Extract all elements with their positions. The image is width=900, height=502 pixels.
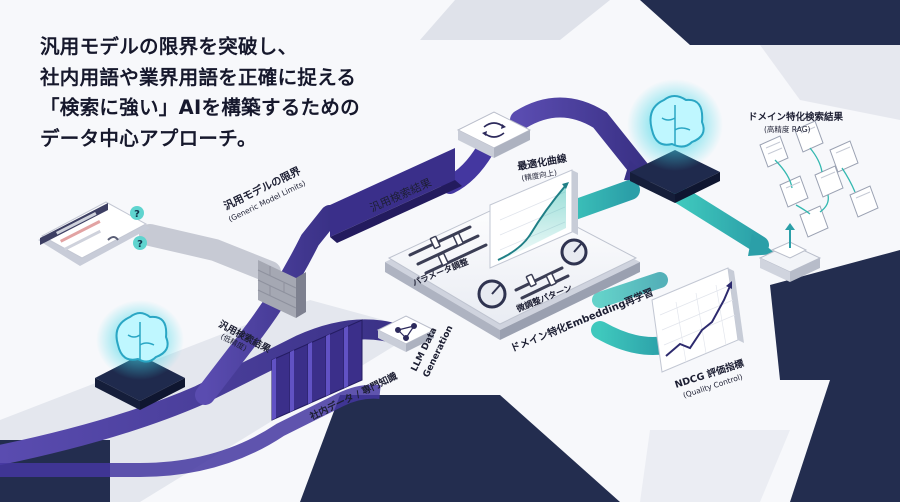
slider-knob (525, 272, 557, 288)
sync-tile (456, 111, 532, 158)
headline: 汎用モデルの限界を突破し、 社内用語や業界用語を正確に捉える 「検索に強い」AI… (40, 32, 460, 154)
teal-flow-arrow (748, 234, 776, 256)
document-card: ? ? (38, 201, 150, 266)
brain-icon (649, 95, 705, 148)
svg-text:?: ? (137, 239, 143, 250)
headline-line-1: 汎用モデルの限界を突破し、 (40, 35, 298, 58)
network-icon (395, 323, 418, 342)
headline-line-3: 「検索に強い」AIを構築するための (40, 96, 360, 119)
llm-network-tile (376, 315, 436, 352)
brain-icon (115, 312, 169, 363)
svg-text:?: ? (134, 209, 140, 220)
ndcg-curve-line (665, 285, 731, 357)
domain-results-title: ドメイン特化検索結果 (748, 111, 844, 123)
domain-results-cluster (758, 120, 879, 282)
question-icon (130, 206, 144, 220)
optimization-curve-card (489, 169, 578, 269)
link-icon (107, 236, 119, 241)
ndcg-chart-card (651, 267, 744, 373)
domain-results-subtitle: (高精度 RAG) (764, 124, 811, 134)
slider-knob (429, 232, 464, 267)
right-brain-chip (627, 79, 723, 203)
dial-icon (477, 238, 588, 309)
pin-icon (785, 223, 795, 230)
pattern-sliders (514, 266, 570, 300)
optimization-curve-line (497, 184, 567, 261)
document-lines (765, 126, 871, 199)
headline-line-4: データ中心アプローチ。 (40, 126, 257, 150)
company-data-stack (271, 319, 363, 421)
generic-results-banner: 汎用検索結果 (330, 148, 462, 243)
parameter-sliders (408, 225, 488, 275)
left-brain-chip (95, 300, 185, 410)
question-icon (133, 236, 147, 250)
headline-line-2: 社内用語や業界用語を正確に捉える (40, 65, 357, 89)
brick-wall (257, 260, 306, 318)
